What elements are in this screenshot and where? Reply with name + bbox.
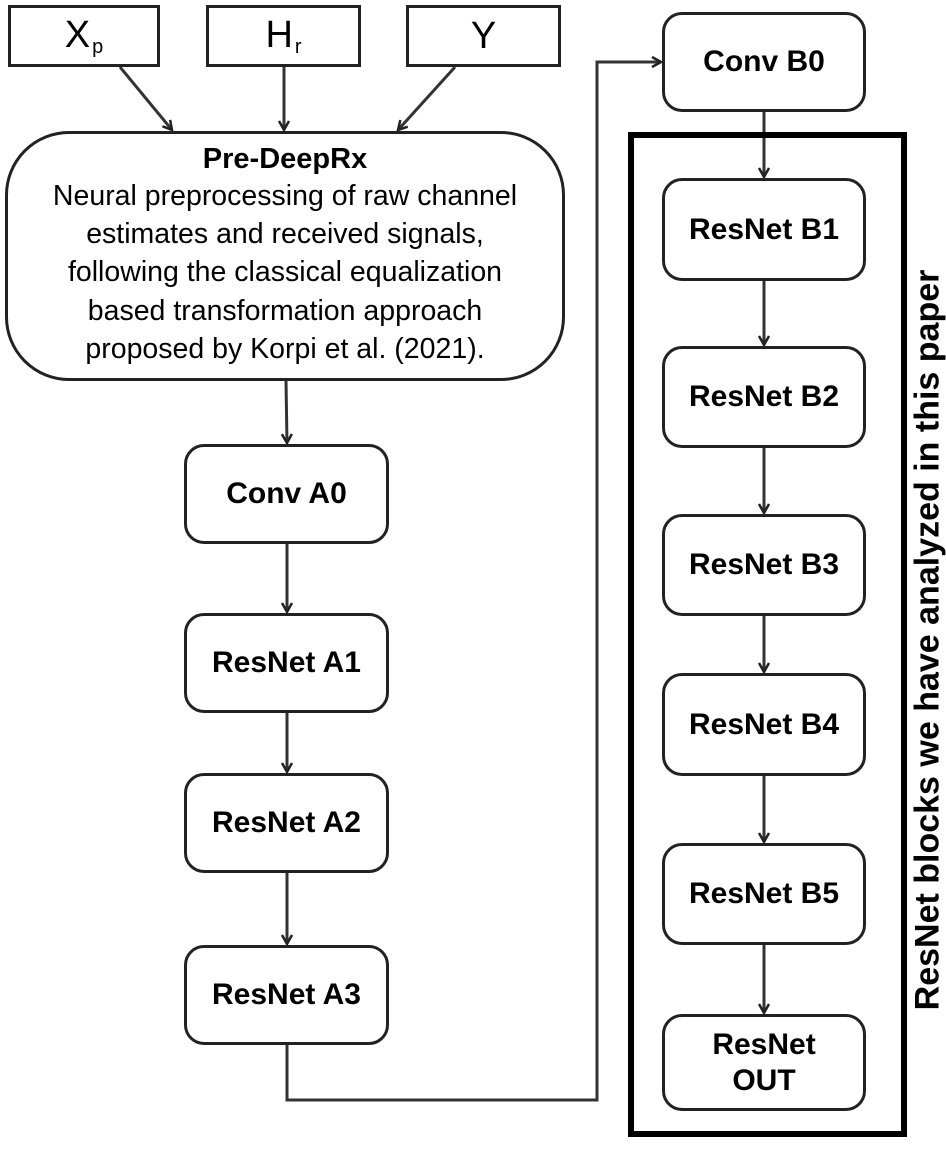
pre-deeprx-desc-line-2: estimates and received signals, xyxy=(86,217,484,250)
pre-deeprx-desc-line-4: based transformation approach xyxy=(87,294,483,327)
pre-deeprx-desc-line-3: following the classical equalization xyxy=(67,256,503,289)
resnet-b2-label: ResNet B2 xyxy=(688,380,840,413)
resnet-b3-label: ResNet B3 xyxy=(688,548,840,581)
input-y: Y xyxy=(406,5,561,67)
conv-a0-label: Conv A0 xyxy=(226,477,347,510)
resnet-a1-block: ResNet A1 xyxy=(184,613,389,713)
arrow-a3-to-b0 xyxy=(285,62,661,1102)
conv-a0-block: Conv A0 xyxy=(184,444,389,544)
resnet-b1-label: ResNet B1 xyxy=(688,212,840,246)
pre-deeprx-desc-line-5: proposed by Korpi et al. (2021). xyxy=(85,333,485,366)
resnet-a2-label: ResNet A2 xyxy=(212,806,361,839)
resnet-out-label-line-1: ResNet xyxy=(712,1027,816,1061)
resnet-b5-block: ResNet B5 xyxy=(662,843,866,945)
resnet-b2-block: ResNet B2 xyxy=(662,346,866,448)
arrow-xp-to-pre xyxy=(118,66,172,130)
pre-deeprx-block: Pre-DeepRx Neural preprocessing of raw c… xyxy=(5,131,565,381)
resnet-b4-block: ResNet B4 xyxy=(662,673,866,776)
conv-b0-label: Conv B0 xyxy=(703,45,825,78)
arrow-y-to-pre xyxy=(398,65,457,130)
resnet-b4-label: ResNet B4 xyxy=(688,707,840,741)
resnet-a1-label: ResNet A1 xyxy=(212,646,361,679)
analyzed-blocks-label: ResNet blocks we have analyzed in this p… xyxy=(908,269,946,1011)
resnet-a2-block: ResNet A2 xyxy=(184,773,389,873)
arrow-pre-to-a0 xyxy=(286,380,287,443)
resnet-out-label-line-2: OUT xyxy=(732,1063,796,1097)
resnet-b1-block: ResNet B1 xyxy=(662,178,866,281)
resnet-a3-label: ResNet A3 xyxy=(212,978,361,1011)
analyzed-blocks-frame xyxy=(628,132,907,1137)
pre-deeprx-desc-line-1: Neural preprocessing of raw channel xyxy=(52,179,518,212)
conv-b0-block: Conv B0 xyxy=(662,12,866,112)
resnet-out-block: ResNet OUT xyxy=(662,1014,866,1111)
pre-deeprx-title: Pre-DeepRx xyxy=(202,143,368,176)
resnet-b5-label: ResNet B5 xyxy=(688,877,840,910)
input-y-label: Y xyxy=(470,14,497,57)
resnet-a3-block: ResNet A3 xyxy=(184,945,389,1045)
resnet-b3-block: ResNet B3 xyxy=(662,514,866,616)
